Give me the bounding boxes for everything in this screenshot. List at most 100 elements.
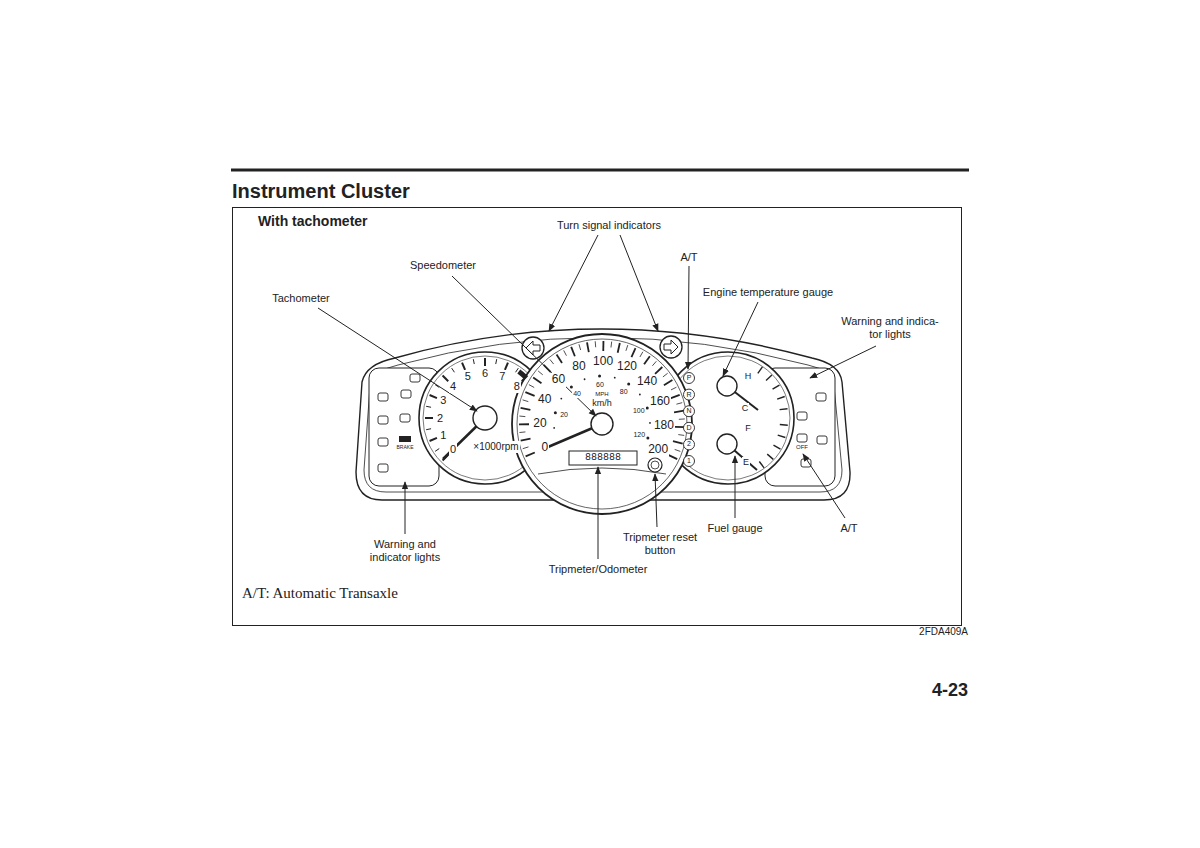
warning-icon <box>401 390 411 398</box>
mph-dot <box>649 422 651 424</box>
leader-line <box>405 482 406 534</box>
speedo-tick <box>533 378 541 384</box>
turn-arrow-right <box>664 340 678 354</box>
shift-lamp <box>684 422 695 433</box>
leader-line <box>688 266 689 369</box>
shift-letter: 1 <box>686 457 692 465</box>
leader-line <box>598 467 599 559</box>
speedo-hub <box>591 413 613 435</box>
cluster <box>356 329 850 514</box>
mph-dot <box>553 427 555 429</box>
tach-tick <box>484 358 486 366</box>
leader-line <box>723 302 758 376</box>
callout-label: Tachometer <box>271 292 330 305</box>
tach-unit: ×1000rpm <box>472 441 519 453</box>
odometer-digits: 888888 <box>584 452 622 464</box>
speed-number: 80 <box>571 360 586 374</box>
tach-tick <box>505 363 508 370</box>
speedo-tick <box>519 423 529 425</box>
icon-text: OFF <box>795 444 809 451</box>
shift-letter: N <box>685 407 692 415</box>
odometer-display <box>569 451 637 465</box>
speedo-tick <box>525 392 534 396</box>
mph-dot <box>627 383 630 386</box>
leader-line <box>549 235 598 331</box>
speedo-tick <box>671 387 676 390</box>
tach-redzone <box>517 369 527 379</box>
callout-label: Warning and indica- tor lights <box>837 315 943 340</box>
page-number: 4-23 <box>931 680 969 701</box>
shift-lamp <box>684 456 695 467</box>
shift-lamp <box>684 389 695 400</box>
gauge-mark: E <box>742 457 750 467</box>
note: A/T: Automatic Transaxle <box>241 585 399 602</box>
trip-reset-knob-inner <box>651 461 659 469</box>
speedo-tick <box>631 348 635 357</box>
mph-dot <box>560 398 562 400</box>
mph-number: 40 <box>572 390 582 398</box>
callout-label: A/T <box>839 522 858 535</box>
warning-icon <box>410 374 420 382</box>
speed-number: 180 <box>653 419 675 433</box>
unit-label: MPH <box>594 391 609 398</box>
speedo-tick <box>519 431 525 433</box>
mph-dot <box>570 386 573 389</box>
leader-lines <box>318 235 876 559</box>
indicator-icon <box>797 412 807 420</box>
gauge-mark: C <box>741 403 750 413</box>
speedo-tick <box>652 361 656 366</box>
speedo-tick <box>610 342 612 348</box>
shift-letter: 2 <box>686 440 692 448</box>
tach-tick <box>443 376 449 382</box>
temp-tick <box>766 375 772 380</box>
speedo-tick <box>523 447 529 449</box>
speedo-tick <box>550 359 554 364</box>
indicator-icon <box>816 393 826 401</box>
callout-label: A/T <box>679 251 698 264</box>
speedo-tick <box>640 352 643 357</box>
speedo-tick <box>679 418 685 419</box>
callout-label: Tripmeter reset button <box>618 531 702 556</box>
callout-label: Warning and indicator lights <box>365 538 445 563</box>
leader-line <box>735 456 736 518</box>
tach-tick <box>473 359 475 364</box>
fuel-tick <box>767 454 773 459</box>
brake-icon <box>399 436 411 442</box>
speedo-tick <box>674 411 684 413</box>
mph-dot <box>646 437 649 440</box>
speed-number: 60 <box>551 373 566 387</box>
shift-lamp <box>684 406 695 417</box>
temp-hub <box>717 376 737 396</box>
mph-dot <box>598 375 601 378</box>
warning-icon <box>378 438 388 446</box>
speedo-tick <box>664 380 672 385</box>
speed-number: 120 <box>616 360 638 374</box>
frame-heading: With tachometer <box>258 213 368 229</box>
leader-line <box>318 308 477 411</box>
speedo-tick <box>519 416 525 418</box>
mph-number: 60 <box>595 381 605 389</box>
speedo-tick <box>526 453 535 457</box>
tach-number: 0 <box>449 443 457 456</box>
gauge-mark: F <box>744 423 752 433</box>
speedo-tick <box>602 341 604 351</box>
speedo-tick <box>529 385 534 388</box>
indicator-icon <box>797 434 807 442</box>
shift-letter: R <box>685 391 692 399</box>
speed-number: 200 <box>647 443 669 457</box>
warning-icon <box>378 416 388 424</box>
speedo-tick <box>678 434 684 436</box>
speedo-tick <box>626 345 628 351</box>
speedo-tick <box>523 400 529 402</box>
speedo-tick <box>538 371 543 375</box>
speedo-tick <box>675 449 681 451</box>
callout-label: Turn signal indicators <box>556 219 662 232</box>
leader-line <box>803 454 845 518</box>
speed-number: 40 <box>537 393 552 407</box>
warning-icon <box>378 393 388 401</box>
speedo-tick <box>564 350 567 355</box>
speed-number: 20 <box>532 417 547 431</box>
unit-label: km/h <box>591 398 613 408</box>
tach-tick <box>430 395 437 398</box>
